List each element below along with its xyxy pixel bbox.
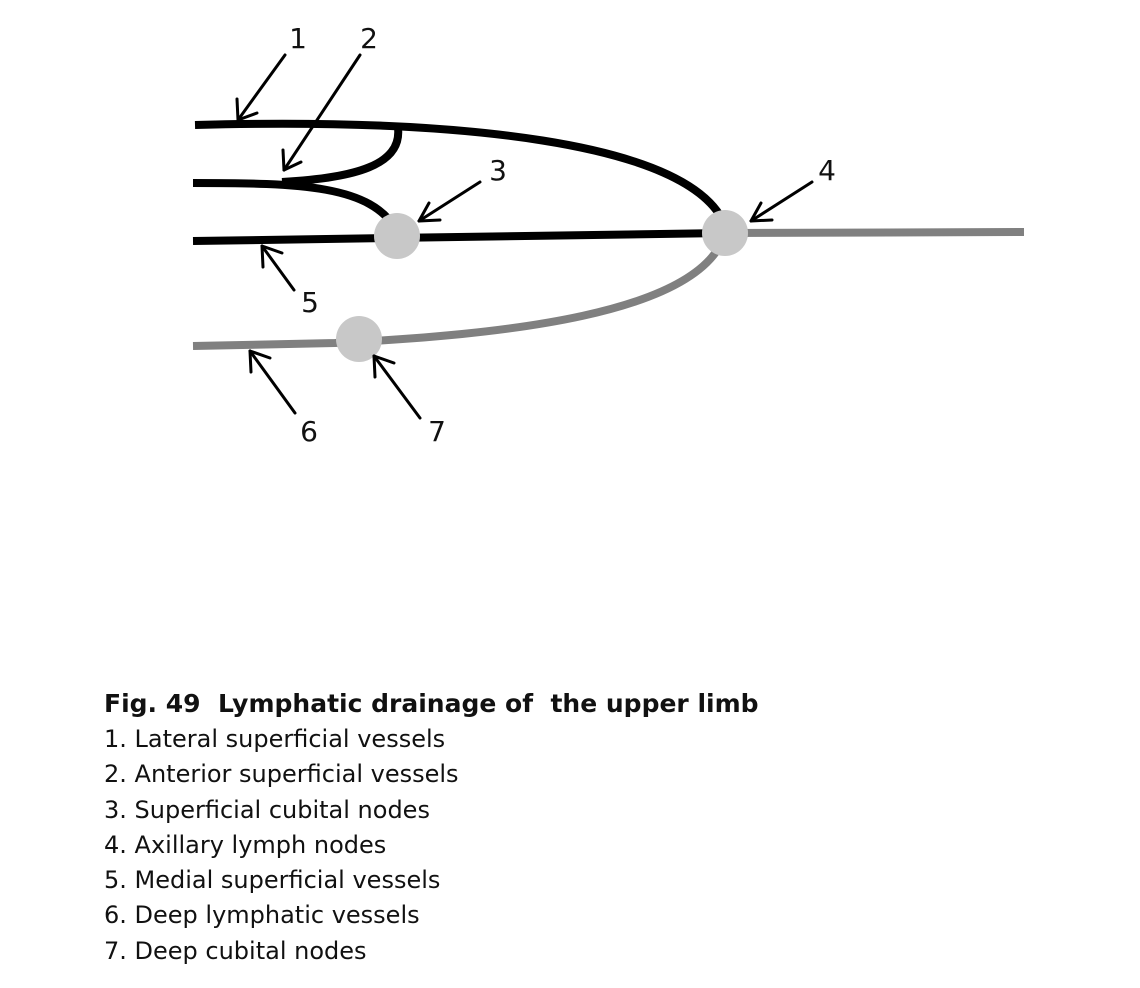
callout-arrow-1 bbox=[235, 53, 287, 122]
callout-arrow-7 bbox=[372, 354, 422, 420]
callout-number-5: 5 bbox=[301, 286, 319, 319]
deep-lymphatic-vessel bbox=[192, 232, 729, 350]
medial-superficial-vessel bbox=[192, 229, 726, 245]
callout-number-2: 2 bbox=[360, 22, 378, 55]
superficial-cubital-node bbox=[374, 213, 420, 259]
callout-number-7: 7 bbox=[428, 415, 446, 448]
lymphatic-drainage-diagram: 1 2 3 4 5 6 7 bbox=[192, 22, 1025, 448]
callout-number-1: 1 bbox=[289, 22, 307, 55]
legend-item: 2. Anterior superficial vessels bbox=[104, 760, 459, 789]
figure-caption: Fig. 49 Lymphatic drainage of the upper … bbox=[104, 686, 1004, 969]
legend-item: 5. Medial superficial vessels bbox=[104, 866, 441, 895]
legend-item: 6. Deep lymphatic vessels bbox=[104, 901, 420, 930]
callout-arrow-3 bbox=[417, 180, 482, 223]
caption-title: Fig. 49 Lymphatic drainage of the upper … bbox=[104, 689, 759, 718]
callout-number-4: 4 bbox=[818, 154, 836, 187]
legend-item: 4. Axillary lymph nodes bbox=[104, 830, 387, 859]
callout-arrow-5 bbox=[260, 244, 296, 292]
lateral-superficial-vessel bbox=[194, 119, 729, 227]
legend-item: 1. Lateral superficial vessels bbox=[104, 725, 446, 753]
axillary-lymph-node bbox=[702, 210, 748, 256]
callout-arrow-4 bbox=[749, 180, 814, 223]
efferent-vessel bbox=[724, 228, 1025, 237]
legend-list: 1. Lateral superficial vessels 2. Anteri… bbox=[104, 722, 1004, 969]
anterior-superficial-branch bbox=[281, 127, 403, 186]
deep-cubital-node bbox=[336, 316, 382, 362]
callout-number-3: 3 bbox=[489, 154, 507, 187]
callout-arrow-6 bbox=[248, 349, 297, 415]
anterior-superficial-vessel bbox=[192, 179, 401, 234]
legend-item: 3. Superficial cubital nodes bbox=[104, 795, 430, 824]
callout-arrow-2 bbox=[281, 53, 362, 172]
callout-number-6: 6 bbox=[300, 415, 318, 448]
legend-item: 7. Deep cubital nodes bbox=[104, 936, 367, 965]
